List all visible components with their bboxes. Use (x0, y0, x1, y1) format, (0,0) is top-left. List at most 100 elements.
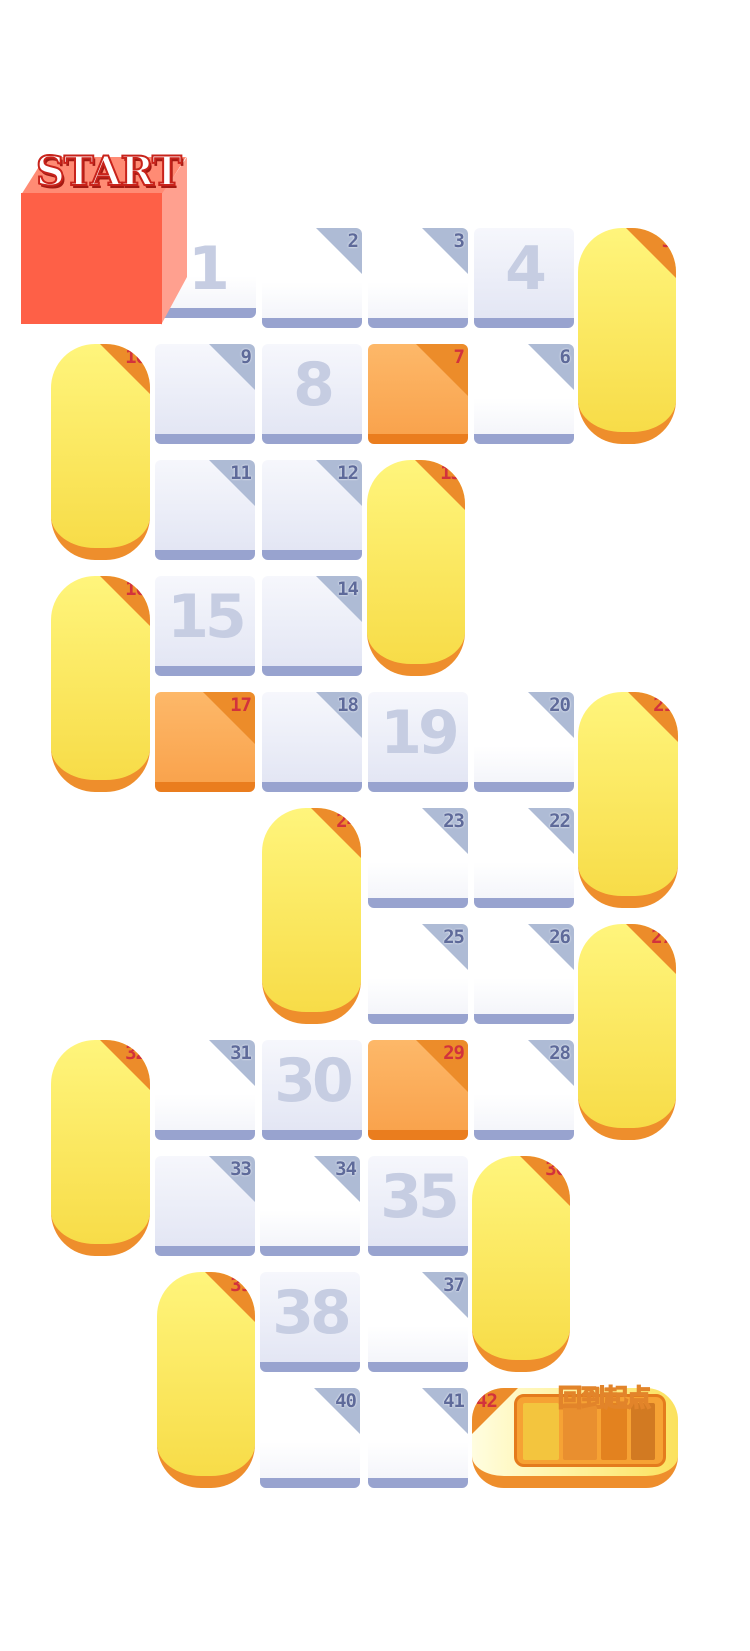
board-tile-17[interactable]: 17 (155, 692, 255, 792)
tile-big-number: 4 (505, 234, 547, 304)
tile-corner-marker (205, 1272, 255, 1322)
tile-big-number: 15 (167, 582, 247, 652)
board-tile-22[interactable]: 22 (474, 808, 574, 908)
board-tile-32[interactable]: 32 (51, 1040, 150, 1256)
board-tile-28[interactable]: 28 (474, 1040, 574, 1140)
board-tile-39[interactable]: 39 (157, 1272, 255, 1488)
tile-big-number: 35 (380, 1162, 460, 1232)
board-tile-4[interactable]: 4 (474, 228, 574, 328)
board-tile-35[interactable]: 35 (368, 1156, 468, 1256)
board-tile-2[interactable]: 2 (262, 228, 362, 328)
tile-number: 5 (661, 230, 673, 252)
tile-corner-marker (626, 924, 676, 974)
tile-corner-marker (520, 1156, 570, 1206)
tile-corner-marker (528, 344, 574, 390)
board-tile-3[interactable]: 3 (368, 228, 468, 328)
tile-corner-marker (100, 576, 150, 626)
board-tile-37[interactable]: 37 (368, 1272, 468, 1372)
tile-number: 27 (651, 926, 673, 948)
board-tile-29[interactable]: 29 (368, 1040, 468, 1140)
tile-number: 21 (653, 694, 675, 716)
board-tile-16[interactable]: 16 (51, 576, 150, 792)
board-tile-25[interactable]: 25 (368, 924, 468, 1024)
tile-corner-marker (316, 576, 362, 622)
tile-corner-marker (422, 228, 468, 274)
tile-corner-marker (422, 1388, 468, 1434)
tile-number: 29 (443, 1042, 465, 1064)
board-tile-15[interactable]: 15 (155, 576, 255, 676)
tile-corner-marker (100, 1040, 150, 1090)
board-tile-1[interactable]: 1 (158, 228, 256, 318)
board-tile-5[interactable]: 5 (578, 228, 676, 444)
board-tile-20[interactable]: 20 (474, 692, 574, 792)
board-tile-34[interactable]: 34 (260, 1156, 360, 1256)
board-tile-12[interactable]: 12 (262, 460, 362, 560)
start-block-top (21, 157, 186, 195)
board-tile-6[interactable]: 6 (474, 344, 574, 444)
board-tile-8[interactable]: 8 (262, 344, 362, 444)
board-tile-11[interactable]: 11 (155, 460, 255, 560)
tile-number: 41 (443, 1390, 465, 1412)
start-block-side (161, 157, 187, 325)
return-to-start-label[interactable]: 回到起点 (557, 1383, 652, 1413)
board-tile-41[interactable]: 41 (368, 1388, 468, 1488)
tile-number: 42 (476, 1390, 498, 1412)
tile-corner-marker (416, 344, 468, 396)
tile-corner-marker (209, 344, 255, 390)
board-tile-21[interactable]: 21 (578, 692, 678, 908)
board-tile-19[interactable]: 19 (368, 692, 468, 792)
board-tile-30[interactable]: 30 (262, 1040, 362, 1140)
tile-corner-marker (311, 808, 361, 858)
board-tile-13[interactable]: 13 (367, 460, 465, 676)
board-tile-9[interactable]: 9 (155, 344, 255, 444)
tile-corner-marker (628, 692, 678, 742)
tile-corner-marker (528, 808, 574, 854)
return-to-start-icon[interactable] (514, 1394, 666, 1467)
tile-big-number: 30 (274, 1046, 354, 1116)
tile-corner-marker (528, 1040, 574, 1086)
board-tile-26[interactable]: 26 (474, 924, 574, 1024)
tile-big-number: 1 (188, 234, 230, 304)
tile-number: 10 (125, 346, 147, 368)
tile-big-number: 38 (272, 1278, 352, 1348)
tile-number: 16 (125, 578, 147, 600)
tile-number: 6 (559, 346, 571, 368)
start-label: START (35, 147, 183, 196)
tile-number: 3 (453, 230, 465, 252)
tile-corner-marker (100, 344, 150, 394)
tile-number: 28 (549, 1042, 571, 1064)
tile-number: 14 (337, 578, 359, 600)
tile-number: 23 (443, 810, 465, 832)
tile-corner-marker (416, 1040, 468, 1092)
tile-corner-marker (528, 924, 574, 970)
tile-corner-marker (314, 1156, 360, 1202)
tile-corner-marker (209, 1040, 255, 1086)
tile-number: 11 (230, 462, 252, 484)
tile-corner-marker (209, 1156, 255, 1202)
tile-corner-marker (209, 460, 255, 506)
board-tile-40[interactable]: 40 (260, 1388, 360, 1488)
tile-number: 12 (337, 462, 359, 484)
board-tile-33[interactable]: 33 (155, 1156, 255, 1256)
tile-number: 7 (453, 346, 465, 368)
start-block[interactable] (21, 193, 162, 324)
board-tile-7[interactable]: 7 (368, 344, 468, 444)
tile-number: 2 (347, 230, 359, 252)
board-tile-31[interactable]: 31 (155, 1040, 255, 1140)
tile-corner-marker (472, 1388, 518, 1434)
tile-corner-marker (316, 692, 362, 738)
tile-big-number: 8 (293, 350, 335, 420)
tile-corner-marker (626, 228, 676, 278)
board-tile-38[interactable]: 38 (260, 1272, 360, 1372)
tile-corner-marker (422, 924, 468, 970)
board-tile-14[interactable]: 14 (262, 576, 362, 676)
board-tile-27[interactable]: 27 (578, 924, 676, 1140)
board-tile-23[interactable]: 23 (368, 808, 468, 908)
board-tile-10[interactable]: 10 (51, 344, 150, 560)
board-tile-36[interactable]: 36 (472, 1156, 570, 1372)
tile-number: 25 (443, 926, 465, 948)
board-tile-18[interactable]: 18 (262, 692, 362, 792)
board-tile-24[interactable]: 24 (262, 808, 361, 1024)
tile-number: 18 (337, 694, 359, 716)
tile-corner-marker (316, 460, 362, 506)
